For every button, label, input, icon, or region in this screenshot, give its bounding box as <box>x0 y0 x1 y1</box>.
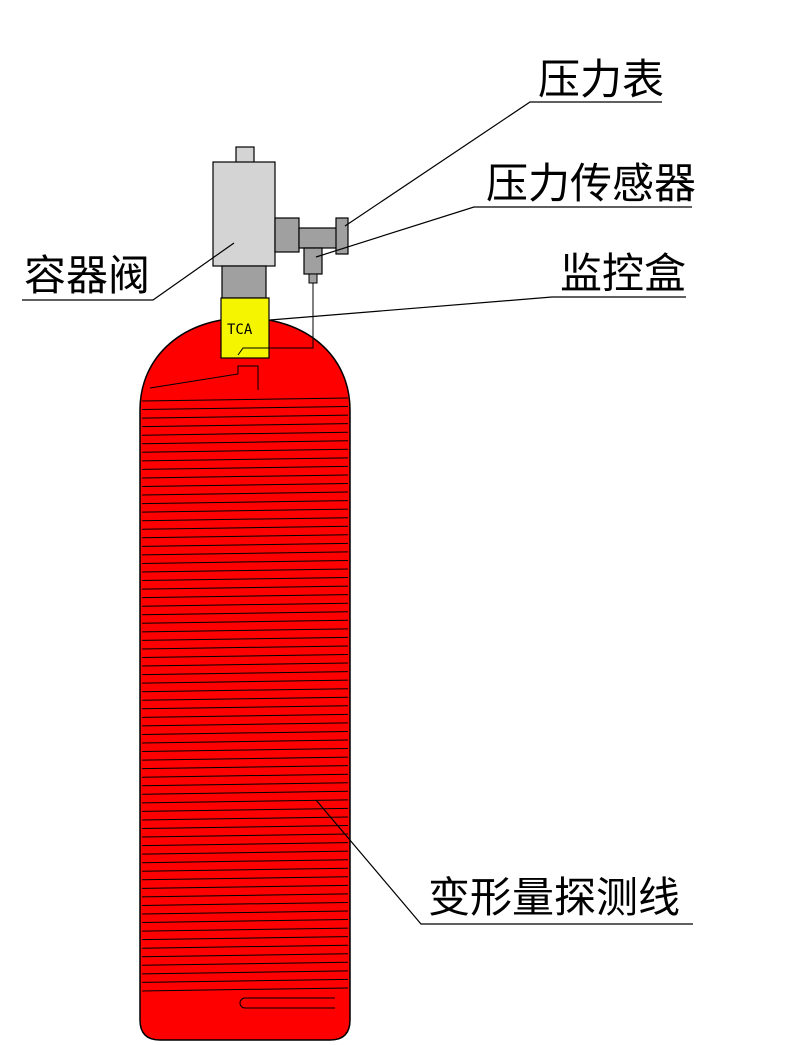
coil-line <box>141 867 349 872</box>
coil-line <box>141 927 349 932</box>
leader-monitor-box <box>269 296 686 321</box>
coil-line <box>141 662 349 667</box>
coil-line <box>141 722 349 727</box>
coil-line <box>141 919 349 924</box>
coil-line <box>141 534 349 539</box>
coil-line <box>141 893 349 898</box>
leader-pressure-sensor <box>315 206 692 258</box>
coil-line <box>141 671 349 676</box>
coil-line <box>141 440 349 445</box>
wire-lead <box>149 365 259 390</box>
side-pipe <box>298 227 338 249</box>
coil-line <box>141 773 349 778</box>
coil-line <box>141 602 349 607</box>
coil-line <box>141 961 349 966</box>
coil-line <box>141 688 349 693</box>
label-container-valve: 容器阀 <box>24 251 150 300</box>
valve-neck <box>221 265 267 299</box>
coil-line <box>141 910 349 915</box>
coil-line <box>141 970 349 975</box>
leader-pressure-gauge <box>344 101 662 227</box>
coil-line <box>141 500 349 505</box>
pressure-gauge-icon <box>335 217 349 255</box>
coil-line <box>141 448 349 453</box>
coil-line <box>141 474 349 479</box>
coil-line <box>141 594 349 599</box>
coil-line <box>141 842 349 847</box>
coil-line <box>141 978 349 983</box>
coil-line <box>141 782 349 787</box>
coil-line <box>141 406 349 411</box>
coil-line <box>141 465 349 470</box>
cylinder-body <box>139 317 351 1041</box>
deformation-wire-coils <box>141 397 349 992</box>
label-monitor-box: 监控盒 <box>560 249 686 298</box>
coil-line <box>141 457 349 462</box>
coil-line <box>141 765 349 770</box>
valve-top-cap <box>235 146 255 164</box>
coil-line <box>141 756 349 761</box>
coil-line <box>141 730 349 735</box>
coil-line <box>141 551 349 556</box>
leader-deformation-wire <box>315 799 693 925</box>
coil-line <box>141 645 349 650</box>
coil-line <box>141 901 349 906</box>
coil-line <box>141 628 349 633</box>
coil-line <box>141 713 349 718</box>
coil-line <box>141 825 349 829</box>
coil-line <box>141 611 349 616</box>
leader-container-valve <box>22 242 235 301</box>
coil-line <box>141 807 349 812</box>
coil-line <box>141 483 349 487</box>
coil-line <box>141 508 349 513</box>
pressure-sensor-icon <box>303 247 323 275</box>
coil-line <box>141 397 349 402</box>
coil-line <box>141 944 349 949</box>
coil-line <box>141 636 349 641</box>
coil-line <box>141 790 349 795</box>
coil-line <box>141 859 349 864</box>
coil-line <box>141 799 349 804</box>
coil-line <box>141 876 349 881</box>
coil-line <box>141 654 349 658</box>
coil-line <box>141 585 349 590</box>
coil-line <box>141 953 349 958</box>
coil-line <box>141 816 349 821</box>
coil-line <box>141 987 349 992</box>
coil-line <box>141 491 349 496</box>
coil-line <box>141 936 349 941</box>
coil-line <box>141 679 349 684</box>
coil-line <box>141 884 349 889</box>
label-deformation-wire: 变形量探测线 <box>428 873 680 922</box>
coil-line <box>141 577 349 582</box>
container-valve-body <box>212 161 276 267</box>
coil-line <box>141 525 349 530</box>
coil-bottom-loop <box>239 997 335 1009</box>
coil-line <box>141 568 349 573</box>
coil-line <box>141 423 349 428</box>
coil-line <box>141 748 349 753</box>
coil-line <box>141 705 349 710</box>
coil-line <box>141 542 349 547</box>
coil-line <box>141 850 349 855</box>
coil-line <box>141 559 349 564</box>
coil-line <box>141 619 349 624</box>
sensor-tip <box>308 273 318 284</box>
coil-line <box>141 414 349 419</box>
label-pressure-gauge: 压力表 <box>538 55 664 104</box>
coil-line <box>141 431 349 436</box>
coil-line <box>141 517 349 522</box>
side-fitting <box>274 217 300 253</box>
coil-line <box>141 739 349 744</box>
coil-line <box>141 696 349 701</box>
label-pressure-sensor: 压力传感器 <box>486 159 696 208</box>
coil-line <box>141 833 349 838</box>
monitor-box-label: TCA <box>227 322 253 338</box>
sensor-cable <box>237 283 314 356</box>
